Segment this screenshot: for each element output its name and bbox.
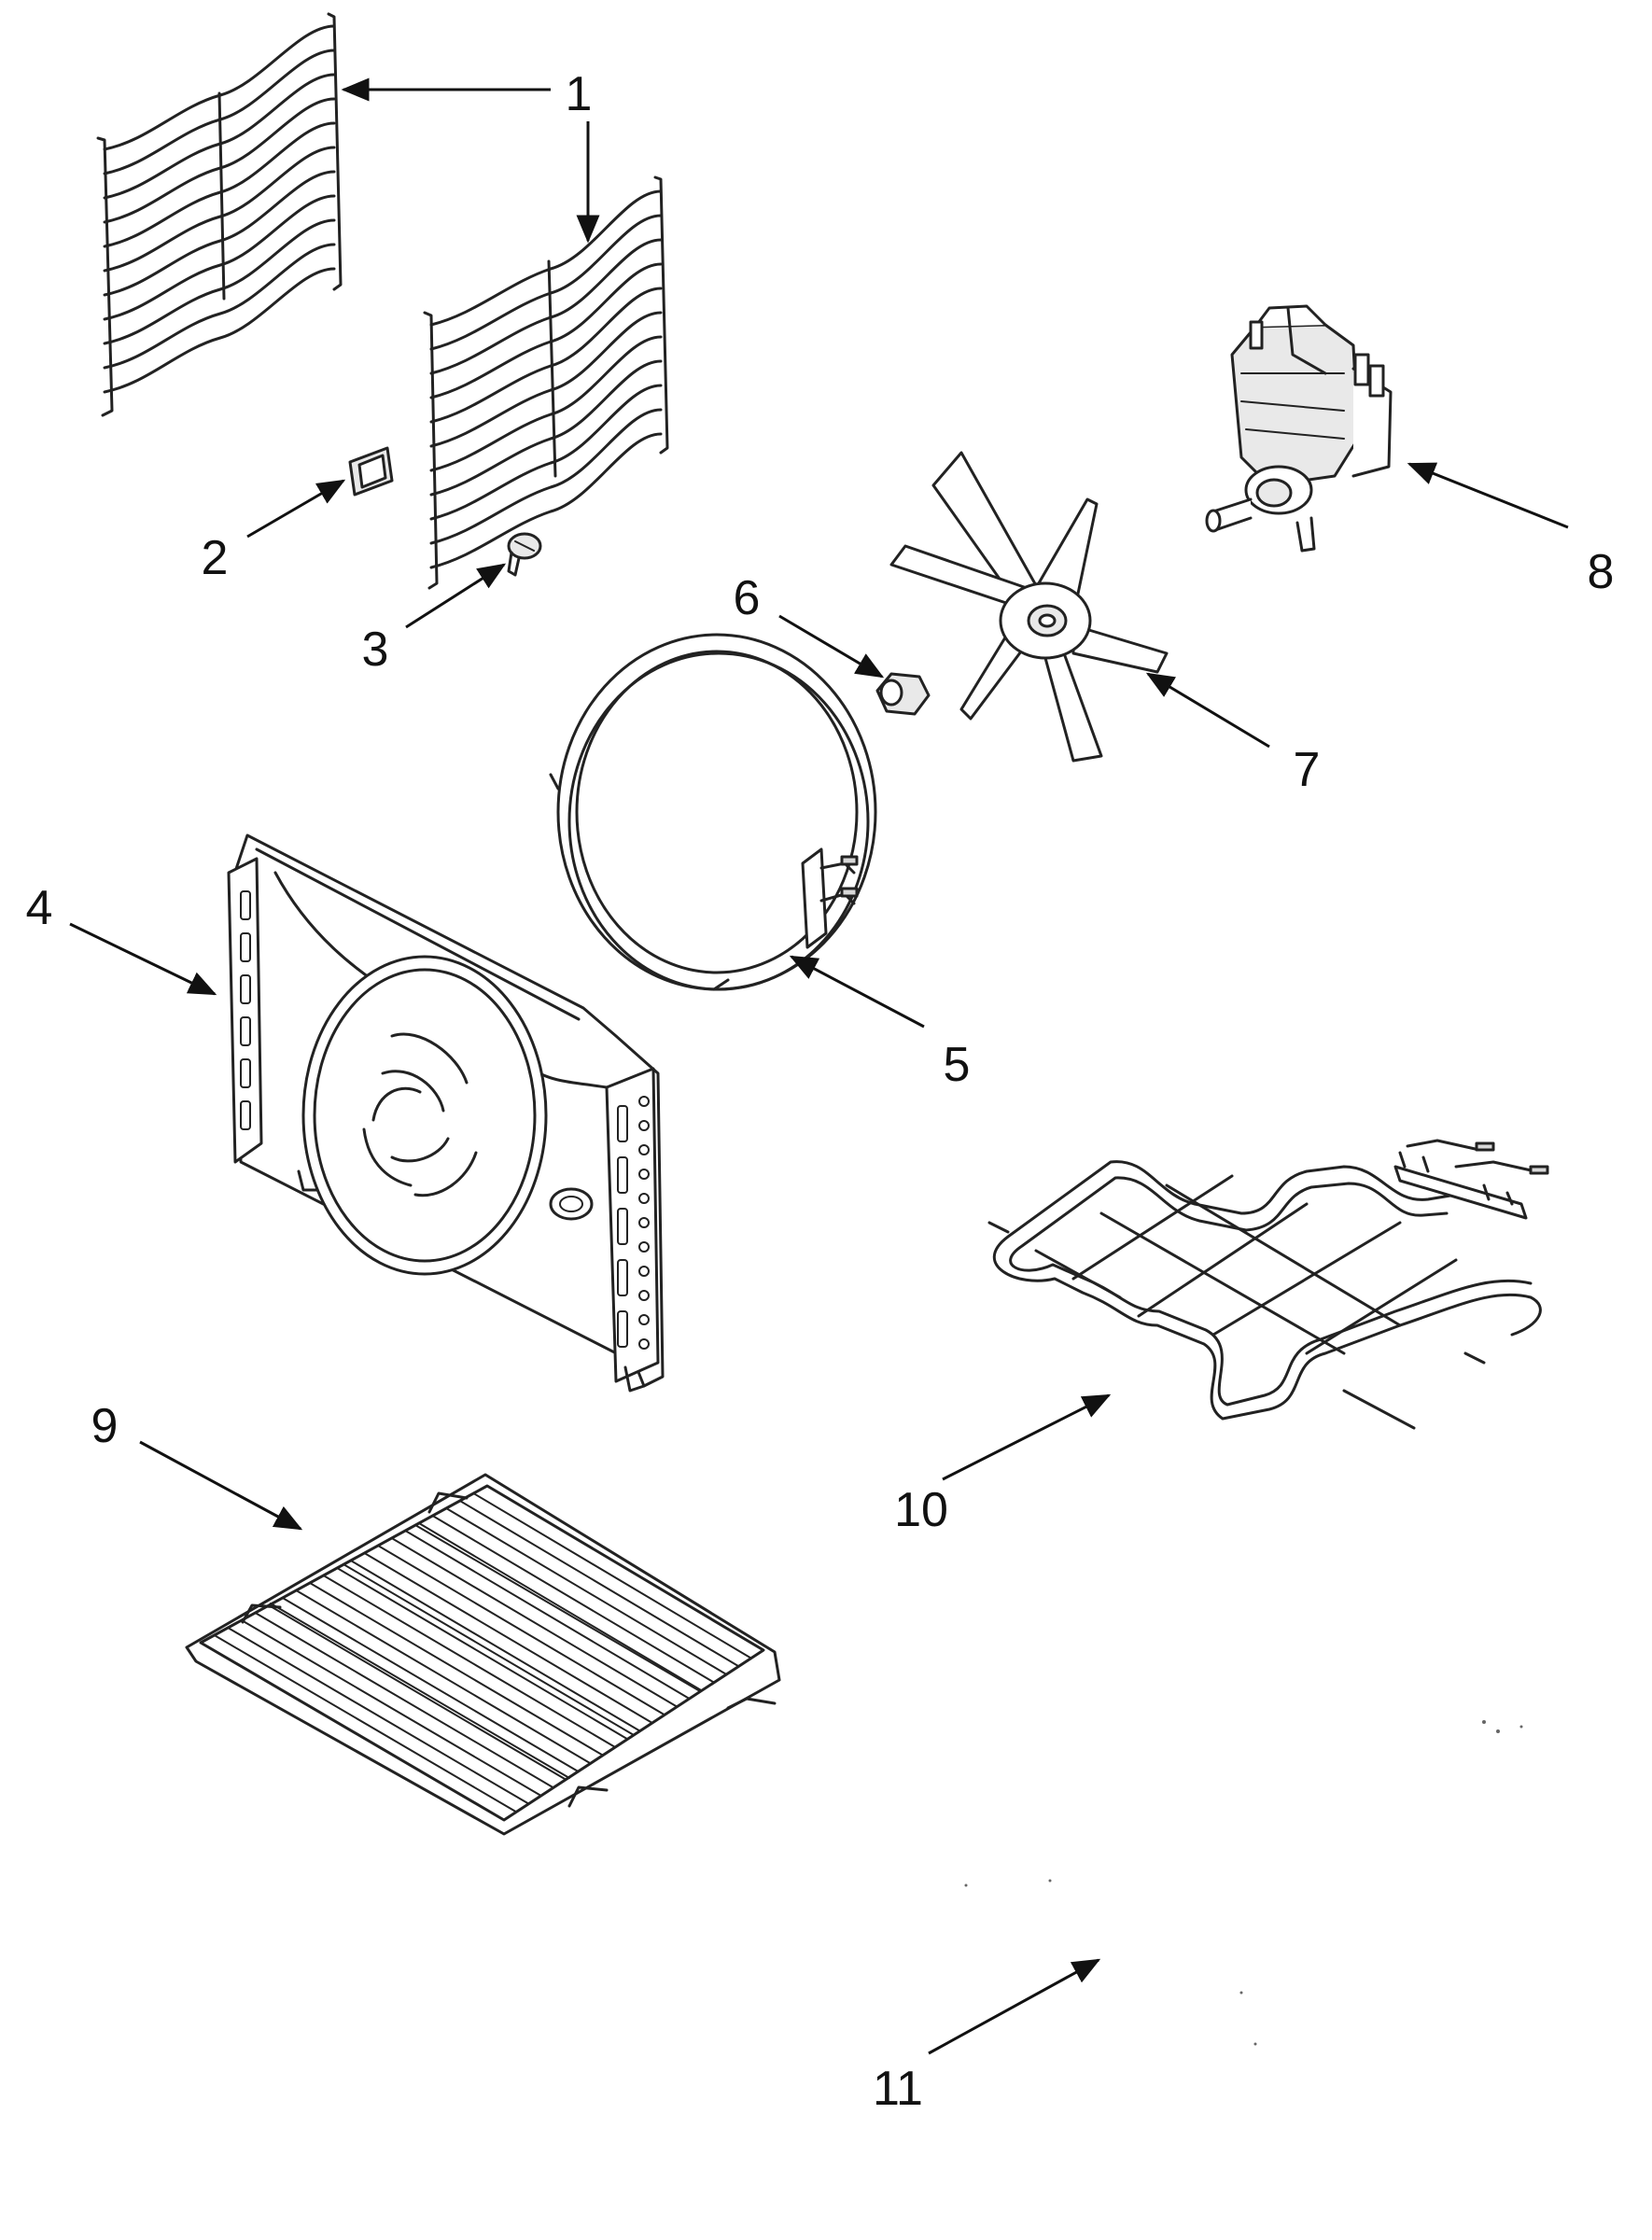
broil-element [987, 1139, 1549, 1430]
leader-11 [928, 1958, 1101, 2055]
callout-5: 5 [944, 1038, 971, 1092]
fan-blade [889, 451, 1169, 763]
leader-2 [246, 479, 346, 539]
leader-5 [789, 955, 925, 1029]
callout-8: 8 [1588, 545, 1615, 599]
rack-side-right [423, 175, 669, 590]
callout-2: 2 [202, 531, 229, 585]
leader-4 [69, 922, 217, 996]
callout-9: 9 [91, 1399, 119, 1453]
leader-9 [139, 1440, 303, 1531]
rack-side-left [96, 12, 343, 417]
callout-10: 10 [894, 1483, 948, 1537]
stray-marks [964, 1720, 1523, 2046]
leader-7 [1145, 672, 1270, 749]
leader-8 [1407, 462, 1569, 529]
callout-6: 6 [734, 571, 761, 625]
callout-4: 4 [26, 881, 53, 935]
hex-nut [875, 672, 931, 716]
rack-clip [348, 446, 394, 497]
convection-element [549, 633, 877, 991]
callout-labels: 1 2 3 4 5 6 7 8 9 10 11 [26, 67, 1615, 2116]
screw [507, 532, 542, 577]
leader-10 [942, 1393, 1112, 1481]
leader-lines [69, 77, 1569, 2055]
leader-6 [778, 614, 885, 679]
rear-panel [227, 833, 665, 1393]
callout-11: 11 [873, 2062, 923, 2116]
callout-1: 1 [566, 67, 593, 121]
oven-rack [185, 1473, 781, 1836]
callout-3: 3 [362, 623, 389, 677]
leader-3 [405, 563, 507, 629]
callout-7: 7 [1294, 743, 1321, 797]
fan-motor [1205, 304, 1393, 553]
